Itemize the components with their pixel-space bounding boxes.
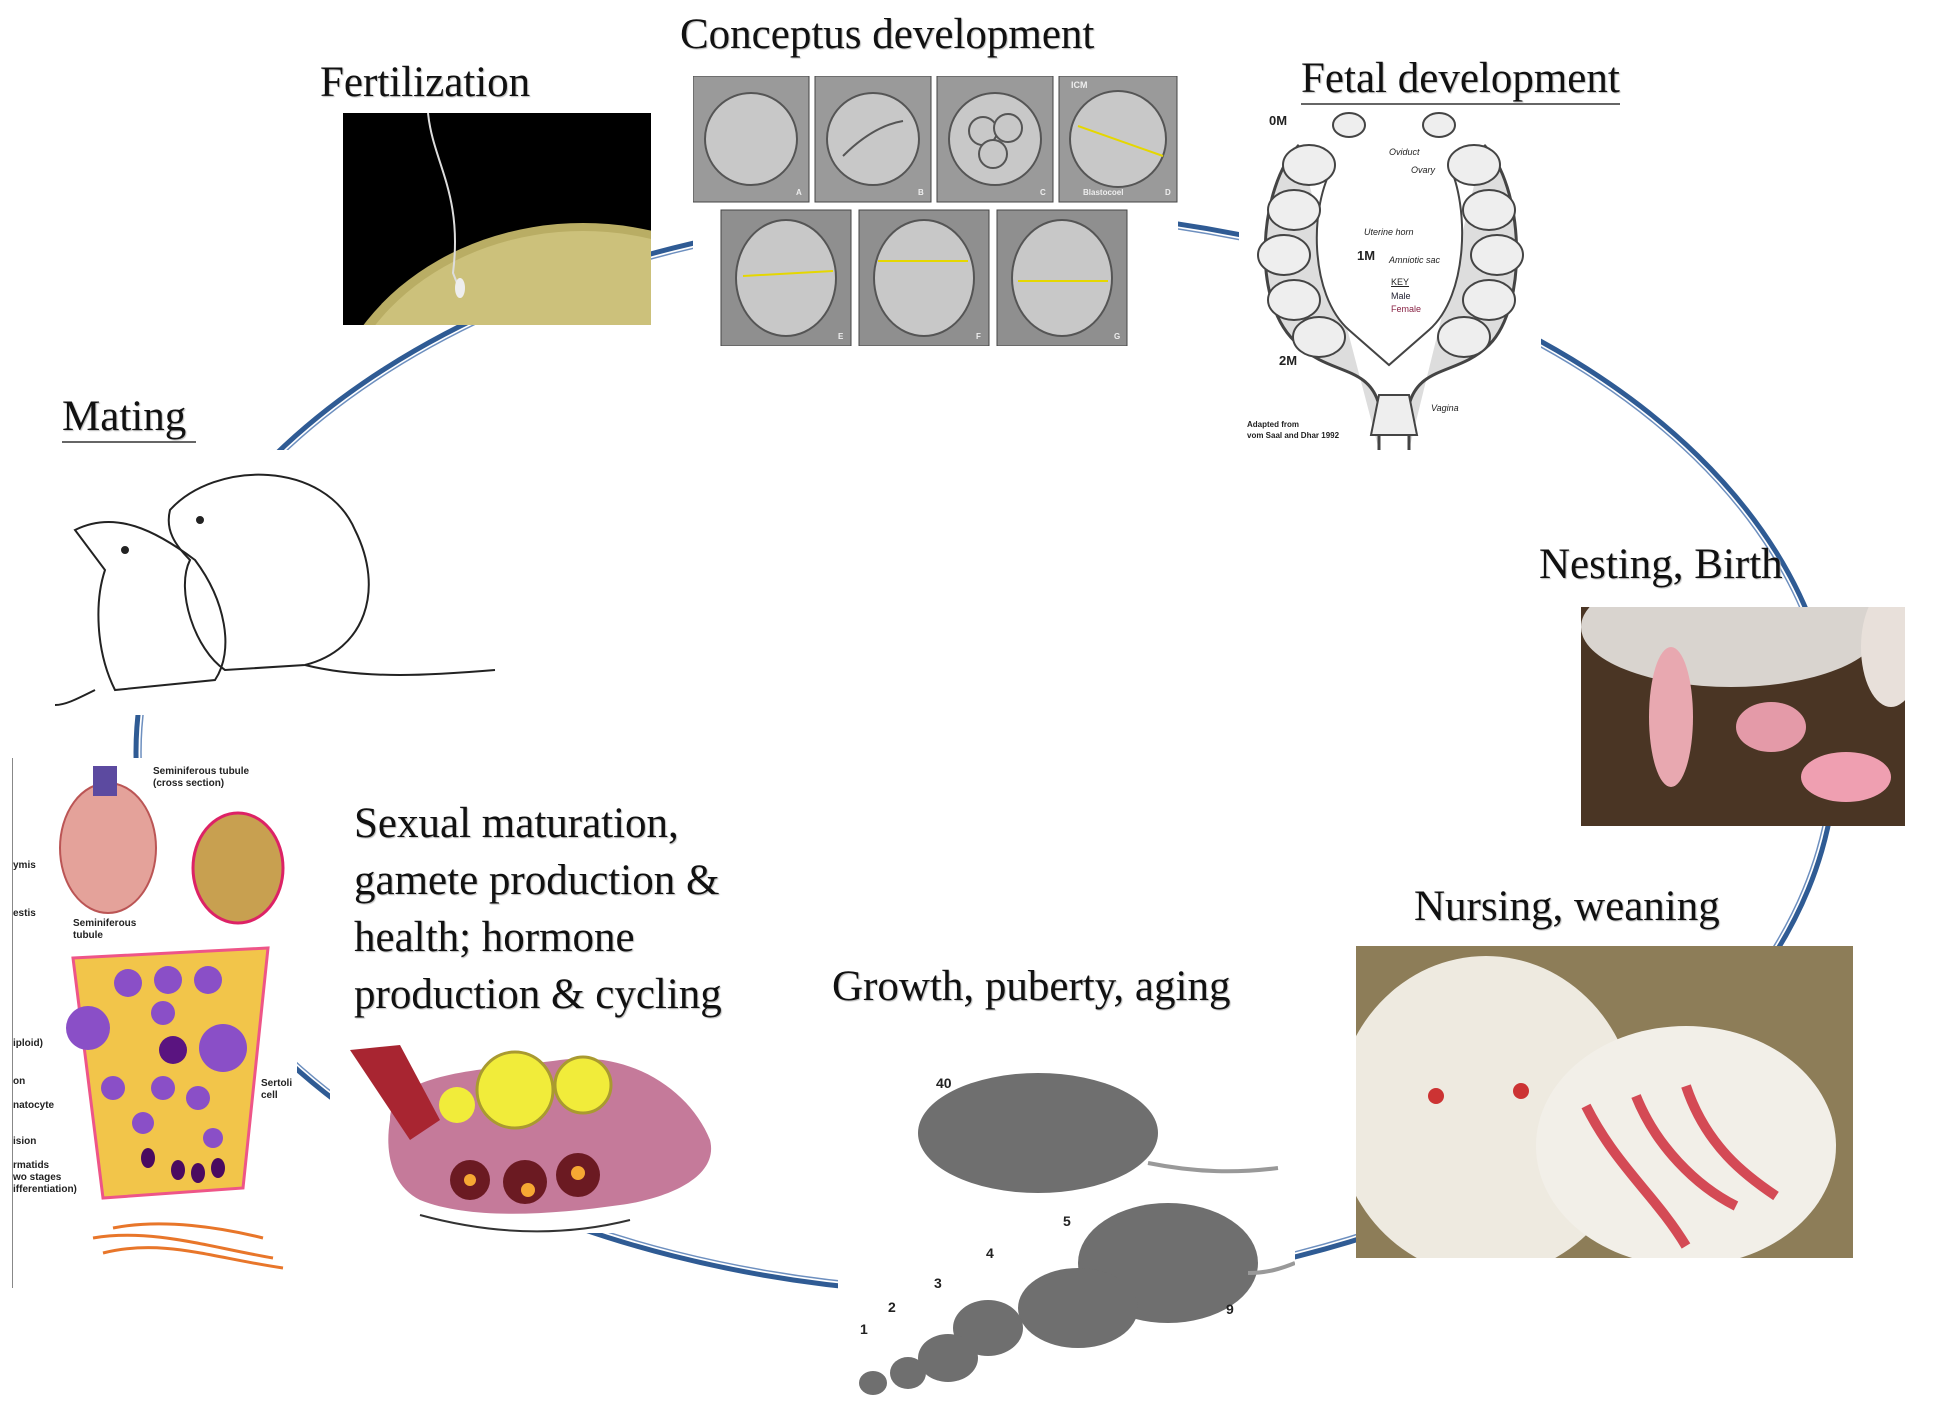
testis-label: estis	[13, 908, 36, 919]
label-uterine-horn: Uterine horn	[1364, 227, 1414, 237]
label-male: Male	[1391, 291, 1411, 301]
testis-label: (cross section)	[153, 778, 225, 789]
frame-letter: F	[976, 332, 981, 341]
testis-label: Seminiferous	[73, 918, 137, 929]
label-female: Female	[1391, 304, 1422, 314]
testis-label: ifferentiation)	[13, 1184, 77, 1195]
ovary-diagram	[330, 1030, 740, 1233]
label-2m: 2M	[1279, 353, 1298, 368]
age-label: 40	[936, 1075, 952, 1091]
label-0m: 0M	[1269, 113, 1288, 128]
age-label: 4	[986, 1245, 994, 1261]
nesting-title: Nesting, Birth	[1539, 541, 1783, 588]
conceptus-sublabel: Blastocoel	[1083, 188, 1124, 197]
fetal-credit: Adapted from	[1247, 420, 1299, 429]
label-oviduct: Oviduct	[1389, 147, 1420, 157]
caption-line: gamete production &	[354, 857, 720, 904]
frame-letter: E	[838, 332, 844, 341]
age-label: 5	[1063, 1213, 1071, 1229]
caption-line: production & cycling	[354, 971, 722, 1018]
testis-label: ymis	[13, 860, 36, 871]
testis-diagram: Seminiferous tubule (cross section) ymis…	[12, 758, 297, 1288]
age-label: 3	[934, 1275, 942, 1291]
mating-illustration	[55, 450, 500, 715]
growth-title: Growth, puberty, aging	[832, 963, 1231, 1010]
testis-label: rmatids	[13, 1160, 50, 1171]
testis-label: tubule	[73, 930, 103, 941]
testis-label: cell	[261, 1090, 278, 1101]
growth-photo: 40 5 9 1 2 3 4	[838, 1023, 1295, 1419]
conceptus-title: Conceptus development	[680, 11, 1095, 58]
label-vagina: Vagina	[1431, 403, 1459, 413]
frame-letter: B	[918, 188, 924, 197]
conceptus-icm-tag: ICM	[1071, 80, 1088, 90]
testis-label: ision	[13, 1136, 37, 1147]
conceptus-image-grid: ICM Blastocoel A B C D E F G	[693, 76, 1178, 346]
label-1m: 1M	[1357, 248, 1376, 263]
testis-label: iploid)	[13, 1038, 43, 1049]
sexual-maturation-caption: Sexual maturation, gamete production & h…	[354, 795, 722, 1023]
frame-letter: A	[796, 188, 802, 197]
fertilization-title: Fertilization	[320, 59, 531, 106]
label-key: KEY	[1391, 277, 1410, 287]
nursing-title: Nursing, weaning	[1414, 883, 1720, 930]
label-ovary: Ovary	[1411, 165, 1436, 175]
mating-title: Mating	[62, 392, 197, 443]
label-amniotic-sac: Amniotic sac	[1389, 255, 1441, 265]
testis-label: on	[13, 1076, 26, 1087]
nesting-photo	[1581, 607, 1905, 826]
fetal-credit: vom Saal and Dhar 1992	[1247, 431, 1340, 440]
frame-letter: C	[1040, 188, 1046, 197]
testis-label: Seminiferous tubule	[153, 766, 250, 777]
caption-line: health; hormone	[354, 914, 635, 961]
testis-label: natocyte	[13, 1100, 55, 1111]
fertilization-image	[343, 113, 651, 325]
age-label: 2	[888, 1299, 896, 1315]
caption-line: Sexual maturation,	[354, 800, 679, 847]
frame-letter: G	[1114, 332, 1121, 341]
age-label: 9	[1226, 1301, 1234, 1317]
frame-letter: D	[1165, 188, 1171, 197]
fetal-title: Fetal development	[1301, 54, 1620, 105]
testis-label: Sertoli	[261, 1078, 293, 1089]
age-label: 1	[860, 1321, 868, 1337]
nursing-photo	[1356, 946, 1853, 1258]
fetal-diagram: 0M 1M 2M Oviduct Ovary Uterine horn Amni…	[1239, 105, 1541, 450]
testis-label: wo stages	[13, 1172, 62, 1183]
